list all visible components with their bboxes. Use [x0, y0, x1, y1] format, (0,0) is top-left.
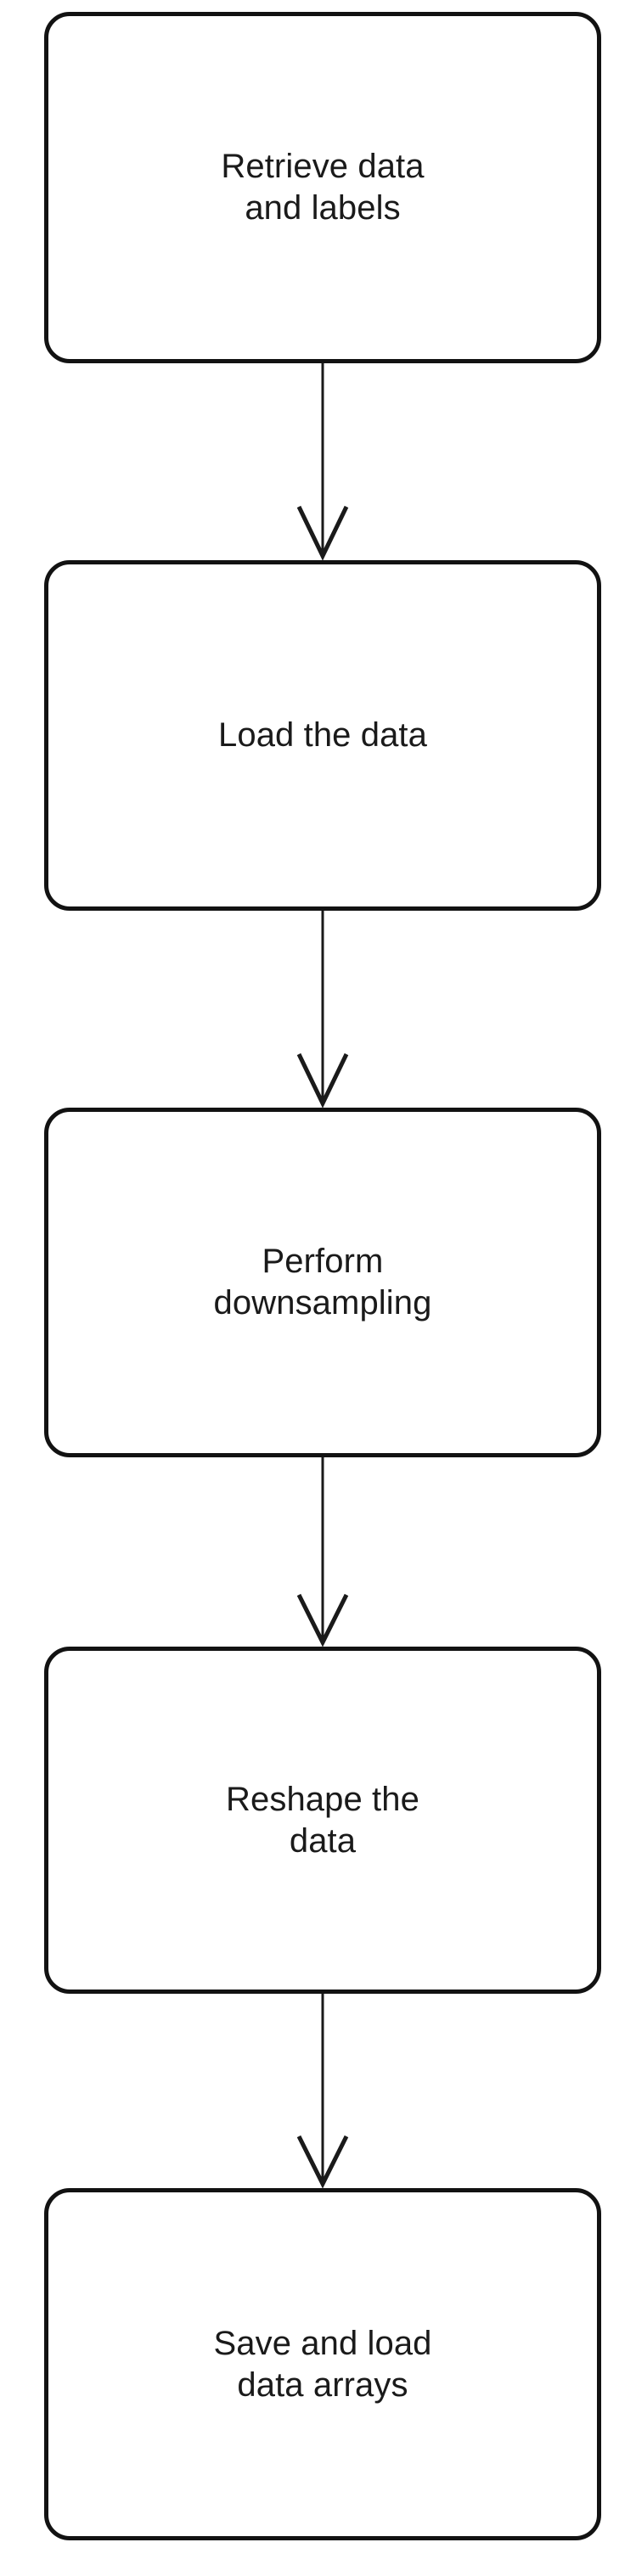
flow-node-label: Load the data [218, 716, 427, 755]
edge-reshape-to-save [296, 1994, 349, 2189]
flow-node-load-the-data[interactable]: Load the data [44, 560, 601, 911]
flow-node-label: Reshape the data [226, 1780, 419, 1860]
edge-downsampling-to-reshape [296, 1457, 349, 1647]
flow-node-label: Save and load data arrays [213, 2324, 432, 2404]
flow-node-perform-downsampling[interactable]: Perform downsampling [44, 1108, 601, 1457]
edge-retrieve-to-load [296, 363, 349, 561]
flow-node-save-and-load-data-arrays[interactable]: Save and load data arrays [44, 2188, 601, 2540]
flow-node-label: Perform downsampling [213, 1243, 432, 1322]
edge-load-to-downsampling [296, 911, 349, 1108]
flow-node-retrieve-data-and-labels[interactable]: Retrieve data and labels [44, 12, 601, 363]
flow-node-label: Retrieve data and labels [221, 148, 425, 227]
flow-node-reshape-the-data[interactable]: Reshape the data [44, 1647, 601, 1994]
